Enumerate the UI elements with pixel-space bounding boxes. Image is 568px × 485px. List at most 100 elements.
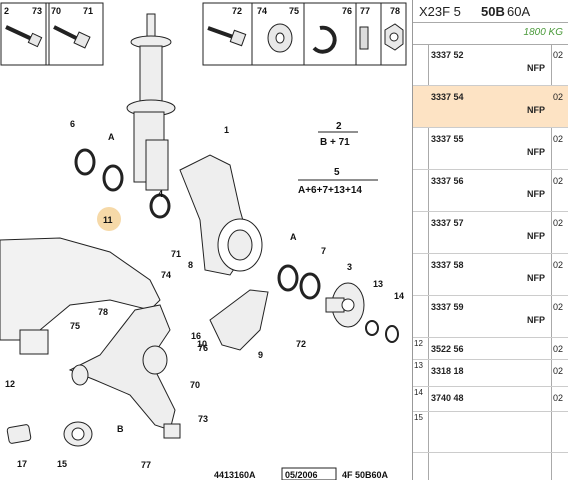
part-quantity: 02 xyxy=(553,92,564,102)
callout-77[interactable]: 77 xyxy=(141,460,151,470)
row-number: 12 xyxy=(414,339,423,348)
part-reference: 3337 57 xyxy=(431,218,464,228)
box-label-74: 74 xyxy=(257,6,267,16)
part-reference: 3337 54 xyxy=(431,92,464,102)
callout-B[interactable]: B xyxy=(117,424,124,434)
formula-2-expr: B + 71 xyxy=(320,137,350,148)
callout-3[interactable]: 3 xyxy=(347,262,352,272)
header-box-nuts xyxy=(202,2,407,66)
part-quantity: 02 xyxy=(553,50,564,60)
callout-11[interactable]: 11 xyxy=(103,215,113,225)
callout-9[interactable]: 9 xyxy=(258,350,263,360)
nfp-flag: NFP xyxy=(527,63,545,73)
panel-weight-row: 1800 KG xyxy=(413,22,568,45)
part-quantity: 02 xyxy=(553,134,564,144)
callout-75[interactable]: 75 xyxy=(70,321,80,331)
part-quantity: 02 xyxy=(553,366,564,376)
subframe-icon xyxy=(0,237,161,355)
box-label-72: 72 xyxy=(232,6,242,16)
parts-row[interactable]: 15 xyxy=(413,412,568,453)
part-reference: 3740 48 xyxy=(431,393,464,403)
exploded-parts-diagram: 2 73 70 71 72 74 75 76 77 78 xyxy=(0,2,407,481)
panel-title-part1: X23F 5 xyxy=(419,4,461,19)
bush-icon xyxy=(6,421,181,447)
parts-row[interactable]: 3337 55 NFP 02 xyxy=(413,128,568,170)
callout-10[interactable]: 10 xyxy=(197,339,207,349)
nfp-flag: NFP xyxy=(527,315,545,325)
part-reference: 3337 58 xyxy=(431,260,464,270)
callout-71[interactable]: 71 xyxy=(171,249,181,259)
panel-title-bold: 50B xyxy=(481,4,505,19)
part-quantity: 02 xyxy=(553,344,564,354)
callout-17[interactable]: 17 xyxy=(17,459,27,469)
part-quantity: 02 xyxy=(553,218,564,228)
callout-74[interactable]: 74 xyxy=(161,270,171,280)
callout-72[interactable]: 72 xyxy=(296,339,306,349)
bolt-icon xyxy=(5,25,91,49)
box-label-76: 76 xyxy=(342,6,352,16)
callout-7[interactable]: 7 xyxy=(321,246,326,256)
callout-14[interactable]: 14 xyxy=(394,291,404,301)
callout-A-2[interactable]: A xyxy=(290,232,297,242)
parts-row[interactable]: 3337 59 NFP 02 xyxy=(413,296,568,338)
callout-76[interactable]: 76 xyxy=(198,343,208,353)
callout-6[interactable]: 6 xyxy=(70,119,75,129)
nfp-flag: NFP xyxy=(527,147,545,157)
row-number: 14 xyxy=(414,388,423,397)
row-number: 13 xyxy=(414,361,423,370)
header-box-bolts xyxy=(0,2,104,66)
part-quantity: 02 xyxy=(553,302,564,312)
nfp-flag: NFP xyxy=(527,231,545,241)
panel-title-part2: 60A xyxy=(507,4,531,19)
footer-code: 4F 50B60A xyxy=(342,470,389,480)
callout-8[interactable]: 8 xyxy=(188,260,193,270)
callout-13[interactable]: 13 xyxy=(373,279,383,289)
col-divider-2 xyxy=(551,44,552,480)
col-divider-1 xyxy=(428,44,429,480)
callout-73[interactable]: 73 xyxy=(198,414,208,424)
parts-row[interactable]: 3337 58 NFP 02 xyxy=(413,254,568,296)
part-quantity: 02 xyxy=(553,176,564,186)
vehicle-weight: 1800 KG xyxy=(523,27,563,38)
callout-70[interactable]: 70 xyxy=(190,380,200,390)
part-quantity: 02 xyxy=(553,393,564,403)
part-quantity: 02 xyxy=(553,260,564,270)
parts-row[interactable]: 3337 57 NFP 02 xyxy=(413,212,568,254)
diagram-svg: 2 73 70 71 72 74 75 76 77 78 xyxy=(0,2,407,481)
box-label-77: 77 xyxy=(360,6,370,16)
row-number: 15 xyxy=(414,413,423,422)
callout-A[interactable]: A xyxy=(108,132,115,142)
box-label-75: 75 xyxy=(289,6,299,16)
footer-ref: 4413160A xyxy=(214,470,256,480)
parts-row[interactable]: 14 3740 48 02 xyxy=(413,387,568,412)
footer-date: 05/2006 xyxy=(285,470,318,480)
callout-15[interactable]: 15 xyxy=(57,459,67,469)
nfp-flag: NFP xyxy=(527,189,545,199)
parts-row[interactable]: 12 3522 56 02 xyxy=(413,338,568,360)
nfp-flag: NFP xyxy=(527,273,545,283)
callout-16[interactable]: 16 xyxy=(191,331,201,341)
callout-4[interactable]: 4 xyxy=(158,189,163,199)
hardware-icon xyxy=(207,23,404,54)
part-reference: 3337 55 xyxy=(431,134,464,144)
callout-1[interactable]: 1 xyxy=(224,125,229,135)
part-reference: 3522 56 xyxy=(431,344,464,354)
part-reference: 3337 56 xyxy=(431,176,464,186)
wishbone-icon xyxy=(68,304,176,431)
box-label-71: 71 xyxy=(83,6,93,16)
callout-labels: 1 3 4 6 7 8 9 10 11 12 13 14 15 16 17 70… xyxy=(5,119,404,470)
parts-row[interactable]: 3337 56 NFP 02 xyxy=(413,170,568,212)
panel-title: X23F 5 50B 60A xyxy=(413,0,568,23)
formula-2-id: 2 xyxy=(336,121,342,132)
formula-5-expr: A+6+7+13+14 xyxy=(298,185,362,196)
knuckle-icon xyxy=(179,154,263,276)
box-label-73: 73 xyxy=(32,6,42,16)
part-reference: 3337 59 xyxy=(431,302,464,312)
box-label-70: 70 xyxy=(51,6,61,16)
callout-78[interactable]: 78 xyxy=(98,307,108,317)
callout-12[interactable]: 12 xyxy=(5,379,15,389)
